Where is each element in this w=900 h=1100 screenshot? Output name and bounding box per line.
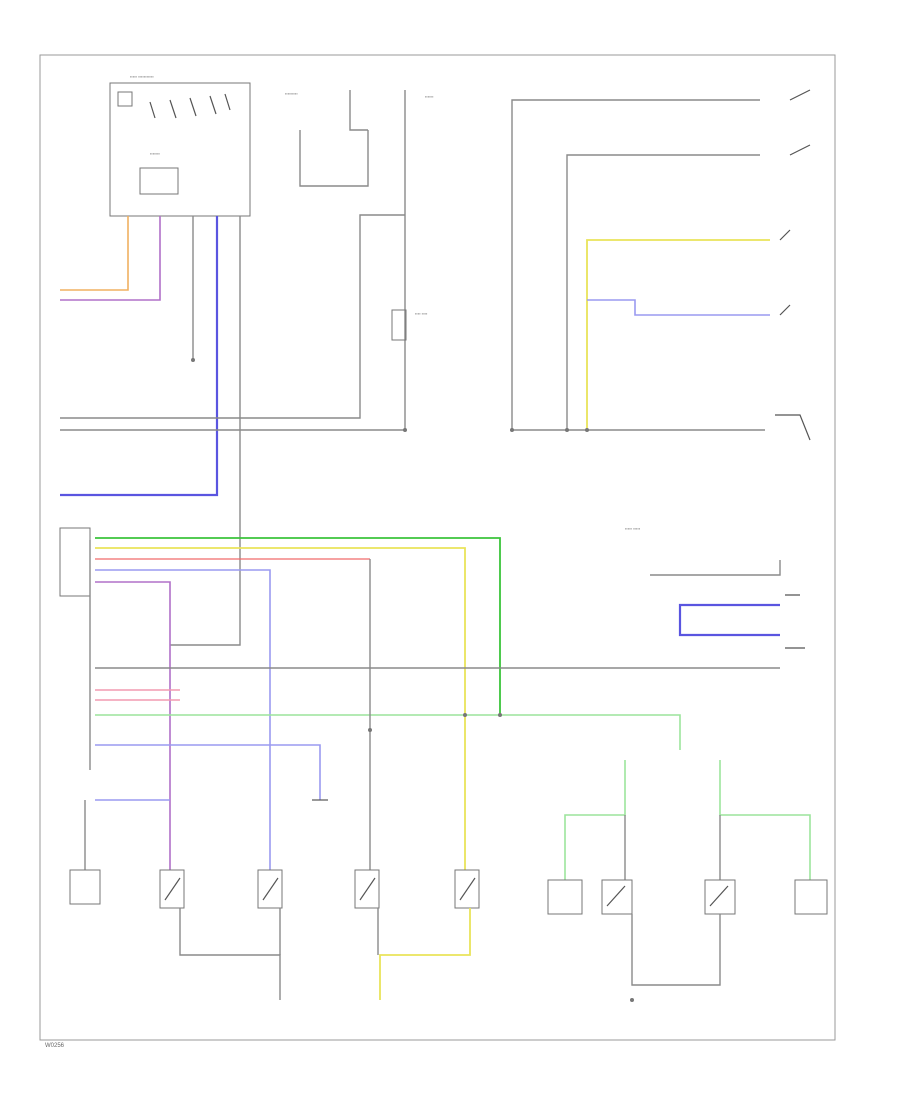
ignition-switch-block: ▪▪▪▪▪▪▪▪▪ ▪▪▪▪▪▪ [285, 90, 434, 430]
wire-door-return-1 [179, 908, 281, 1000]
wire-orange [60, 216, 129, 291]
wire-lgreen-mid [95, 714, 681, 750]
wire-green-top [95, 537, 501, 715]
wire-trunk-ground [631, 914, 721, 986]
combination-switch-module: ▪▪▪▪▪ ▪▪▪▪▪▪▪▪▪▪▪ ▪▪▪▪▪▪▪ [109, 74, 251, 217]
trunk-lid-switch [601, 879, 633, 915]
left-rear-door-switch [257, 869, 283, 909]
wire-purple-2 [95, 581, 171, 870]
svg-text:▪▪▪▪▪ ▪▪▪▪▪: ▪▪▪▪▪ ▪▪▪▪▪ [625, 526, 641, 531]
wire-right-2 [566, 154, 760, 430]
wire-lblue-mid [95, 744, 321, 800]
svg-text:▪▪▪▪▪▪: ▪▪▪▪▪▪ [425, 94, 434, 99]
left-front-door-switch [454, 869, 480, 909]
wire-lblue-right [587, 299, 770, 316]
svg-text:▪▪▪▪ ▪▪▪▪: ▪▪▪▪ ▪▪▪▪ [415, 311, 428, 316]
dash-connector [59, 527, 91, 770]
right-rear-door-switch [159, 869, 185, 909]
ground-point-bottom [630, 998, 634, 1002]
wire-gray-module [170, 216, 241, 646]
wire-blue-main [60, 216, 219, 497]
wire-lgreen-trunk-right [719, 760, 811, 880]
license-lamp [547, 879, 583, 915]
wire-lgreen-trunk-left [564, 760, 626, 880]
ground-point [191, 358, 195, 362]
right-front-door-switch [354, 869, 380, 909]
lamp-bottom-left [69, 800, 101, 905]
wire-lblue-top [95, 569, 271, 870]
wire-yellow-right [586, 239, 770, 430]
diagram-frame [39, 54, 836, 1041]
door-lock-switch: ▪▪▪▪ ▪▪▪▪ [391, 309, 428, 341]
footer-code: W0256 [45, 1043, 65, 1049]
wire-bus-418 [60, 214, 405, 419]
wire-yellow-top [95, 547, 466, 870]
buzzer-cluster: ▪▪▪▪▪ ▪▪▪▪▪ [625, 526, 805, 649]
wire-purple [60, 216, 161, 301]
svg-text:▪▪▪▪▪▪▪▪▪: ▪▪▪▪▪▪▪▪▪ [285, 91, 298, 96]
module-sublabel-text: ▪▪▪▪▪▪▪ [150, 151, 161, 156]
trunk-lid-switch-2 [704, 879, 736, 915]
trunk-lamp [794, 879, 828, 915]
wire-right-top [511, 99, 760, 430]
module-label-text: ▪▪▪▪▪ ▪▪▪▪▪▪▪▪▪▪▪ [130, 74, 154, 79]
wire-door-return-3 [379, 908, 471, 1000]
right-connectors [510, 89, 811, 441]
